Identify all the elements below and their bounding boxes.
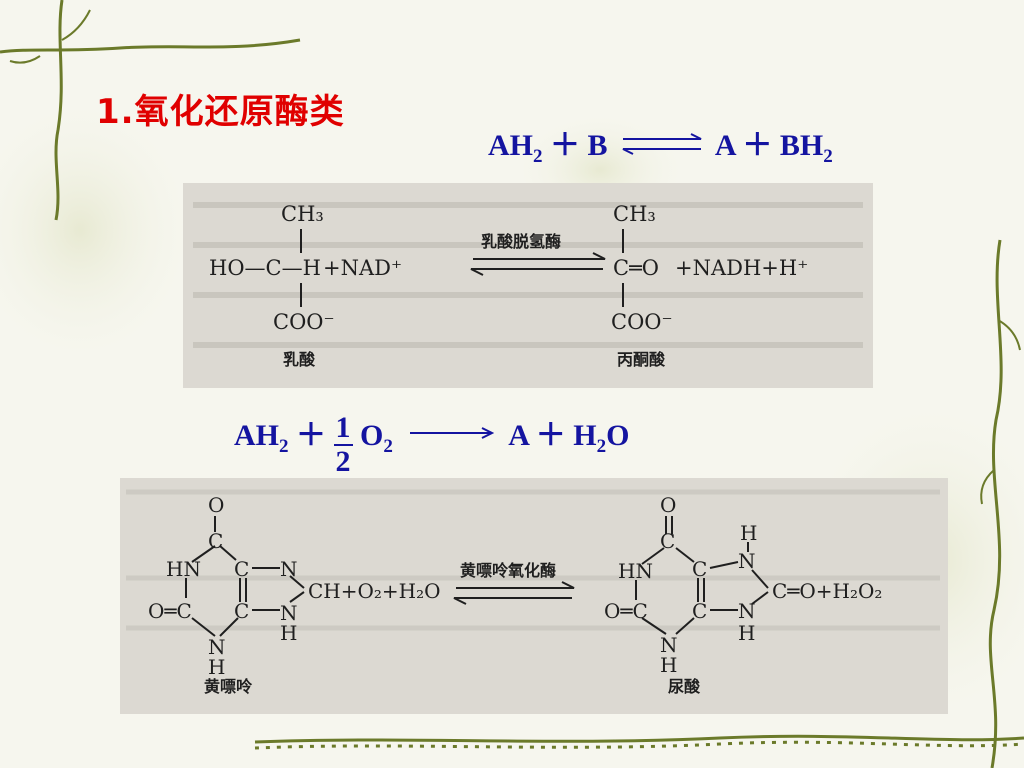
product-a: A bbox=[714, 129, 735, 162]
vine-stem bbox=[54, 0, 64, 221]
o-double-c: O═C bbox=[148, 599, 192, 623]
uric-acid-tail: C═O+H₂O₂ bbox=[772, 579, 882, 603]
atom-hydrogen: H bbox=[280, 621, 297, 645]
pyruvate-carboxylate: COO⁻ bbox=[611, 310, 673, 334]
arrowhead-icon bbox=[453, 597, 467, 605]
atom-hydrogen: H bbox=[740, 521, 757, 545]
lactate-carboxylate: COO⁻ bbox=[273, 310, 335, 334]
o-double-c: O═C bbox=[604, 599, 648, 623]
atom-hn: HN bbox=[618, 559, 653, 583]
xanthine-tail: CH+O₂+H₂O bbox=[308, 579, 441, 603]
atom-carbon: C bbox=[234, 557, 249, 581]
background-leaf-blob bbox=[0, 90, 200, 370]
atom-carbon: C bbox=[234, 599, 249, 623]
equation-oxidase-general: AH2 ＋ 1 2 O2 A ＋ H2O bbox=[234, 410, 629, 478]
lactate-methyl: CH₃ bbox=[281, 202, 324, 226]
product-a: A bbox=[508, 419, 529, 452]
vine-tendril bbox=[997, 319, 1021, 351]
plus-sign: ＋ bbox=[535, 419, 566, 452]
scan-background-lines bbox=[126, 489, 940, 631]
figure-xanthine-oxidase: O C HN C N CH+O₂+H₂O O═C C N H N H 黄嘌呤 黄… bbox=[120, 478, 948, 714]
atom-carbon: C bbox=[692, 599, 707, 623]
reactant-oxygen: O2 bbox=[360, 419, 393, 457]
reactant-ah2: AH2 bbox=[234, 419, 289, 457]
uric-acid-ring bbox=[635, 516, 769, 635]
pyruvate-label: 丙酮酸 bbox=[617, 350, 666, 369]
atom-hydrogen: H bbox=[208, 655, 225, 679]
enzyme-label: 乳酸脱氢酶 bbox=[481, 232, 561, 251]
pyruvate-methyl: CH₃ bbox=[613, 202, 656, 226]
atom-nitrogen: N bbox=[738, 549, 756, 573]
vine-stem bbox=[0, 38, 301, 54]
reactant-ah2: AH2 bbox=[488, 129, 543, 167]
atom-carbon: C bbox=[208, 529, 223, 553]
vine-tendril bbox=[61, 9, 91, 41]
atom-oxygen: O bbox=[208, 493, 224, 517]
arrowhead-icon bbox=[470, 268, 484, 276]
xanthine-label: 黄嘌呤 bbox=[204, 677, 253, 696]
atom-nitrogen: N bbox=[738, 599, 756, 623]
product-bh2: BH2 bbox=[779, 129, 833, 167]
plus-sign: ＋ bbox=[550, 129, 580, 162]
vine-tendril bbox=[980, 469, 995, 505]
plus-sign: ＋ bbox=[742, 129, 773, 162]
atom-nitrogen: N bbox=[208, 635, 226, 659]
reactant-nad: +NAD⁺ bbox=[323, 256, 402, 280]
lactate-center: HO—C—H bbox=[209, 256, 321, 280]
enzyme-label: 黄嘌呤氧化酶 bbox=[460, 561, 556, 580]
atom-hydrogen: H bbox=[660, 653, 677, 677]
pyruvate-carbonyl: C═O bbox=[613, 256, 659, 280]
atom-hydrogen: H bbox=[738, 621, 755, 645]
slide-title: 1.氧化还原酶类 bbox=[96, 92, 345, 132]
figure-lactate-dehydrogenase: CH₃ HO—C—H +NAD⁺ COO⁻ 乳酸 乳酸脱氢酶 CH₃ C═O +… bbox=[183, 183, 873, 388]
atom-nitrogen: N bbox=[280, 557, 298, 581]
vine-stem bbox=[988, 239, 1003, 768]
lactate-label: 乳酸 bbox=[283, 350, 316, 369]
xanthine-ring bbox=[185, 516, 305, 637]
atom-carbon: C bbox=[660, 529, 675, 553]
atom-oxygen: O bbox=[660, 493, 676, 517]
forward-arrow-icon bbox=[410, 427, 495, 439]
reactant-b: B bbox=[587, 129, 608, 162]
scan-background-lines bbox=[193, 202, 863, 348]
atom-hn: HN bbox=[166, 557, 201, 581]
plus-sign: ＋ bbox=[296, 419, 326, 452]
vine-stem bbox=[254, 734, 1024, 744]
atom-nitrogen: N bbox=[280, 601, 298, 625]
product-water: H2O bbox=[573, 419, 630, 457]
fraction-one-half: 1 2 bbox=[333, 411, 353, 478]
equation-redox-general: AH2 ＋ B A ＋ BH2 bbox=[488, 120, 833, 168]
vine-tendril bbox=[9, 55, 41, 64]
atom-nitrogen: N bbox=[660, 633, 678, 657]
product-nadh: +NADH+H⁺ bbox=[675, 256, 808, 280]
arrowhead-icon bbox=[592, 252, 606, 260]
arrowhead-icon bbox=[561, 581, 575, 589]
uric-acid-label: 尿酸 bbox=[668, 677, 701, 696]
reversible-arrow-icon bbox=[622, 133, 702, 155]
vine-stem bbox=[254, 740, 1024, 750]
atom-carbon: C bbox=[692, 557, 707, 581]
